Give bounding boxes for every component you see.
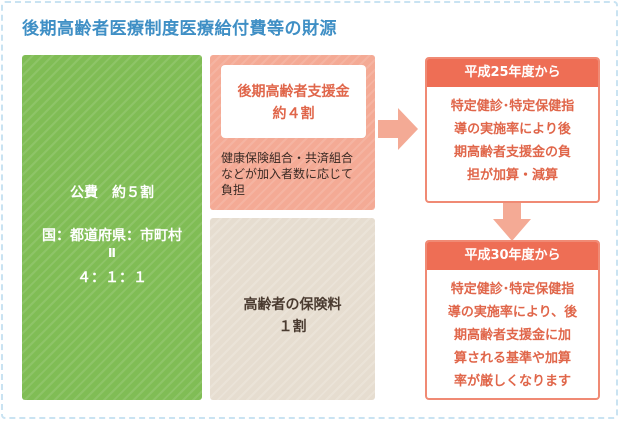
- fy2018-card-body: 特定健診･特定保健指 導の実施率により、後 期高齢者支援金に加 算される基準や加…: [427, 270, 598, 393]
- public-funds-box: 公費 約５割 国：都道府県：市町村 Ⅱ ４：１：１: [22, 55, 202, 400]
- card-line: 導の実施率により後: [454, 122, 571, 137]
- card-line: 担が加算・減算: [466, 168, 558, 183]
- support-funds-label-box: 後期高齢者支援金 約４割: [221, 65, 366, 138]
- premium-share: １割: [278, 319, 307, 335]
- support-funds-box: 後期高齢者支援金 約４割 健康保険組合・共済組合 などが加入者数に応じて 負担: [210, 55, 375, 210]
- card-line: 期高齢者支援金に加: [453, 328, 571, 343]
- support-funds-note: 健康保険組合・共済組合 などが加入者数に応じて 負担: [221, 150, 371, 198]
- support-note-line: 健康保険組合・共済組合: [221, 151, 354, 165]
- card-line: 特定健診･特定保健指: [450, 99, 575, 114]
- card-line: 率が厳しくなります: [453, 374, 571, 389]
- support-funds-share: 約４割: [272, 106, 315, 122]
- card-line: 算される基準や加算: [453, 351, 571, 366]
- support-note-line: などが加入者数に応じて: [221, 167, 354, 181]
- public-equals-sign: Ⅱ: [108, 246, 116, 260]
- fy2018-card: 平成30年度から 特定健診･特定保健指 導の実施率により、後 期高齢者支援金に加…: [425, 240, 600, 400]
- premium-box: 高齢者の保険料 １割: [210, 218, 375, 400]
- support-note-line: 負担: [221, 183, 246, 197]
- premium-title: 高齢者の保険料: [243, 297, 342, 313]
- support-funds-title: 後期高齢者支援金: [237, 84, 350, 100]
- public-funds-label: 公費 約５割: [70, 185, 154, 201]
- card-line: 期高齢者支援金の負: [453, 145, 571, 160]
- card-line: 特定健診･特定保健指: [450, 282, 575, 297]
- fy2013-card: 平成25年度から 特定健診･特定保健指 導の実施率により後 期高齢者支援金の負 …: [425, 57, 600, 203]
- fy2013-card-header: 平成25年度から: [427, 59, 598, 87]
- public-ratio: ４：１：１: [77, 270, 147, 286]
- page-title: 後期高齢者医療制度医療給付費等の財源: [22, 19, 337, 39]
- arrow-right-icon: [378, 108, 418, 150]
- public-split-label: 国：都道府県：市町村: [42, 228, 182, 244]
- arrow-down-icon: [493, 201, 531, 241]
- card-line: 導の実施率により、後: [447, 305, 578, 320]
- fy2013-card-body: 特定健診･特定保健指 導の実施率により後 期高齢者支援金の負 担が加算・減算: [427, 87, 598, 187]
- fy2018-card-header: 平成30年度から: [427, 242, 598, 270]
